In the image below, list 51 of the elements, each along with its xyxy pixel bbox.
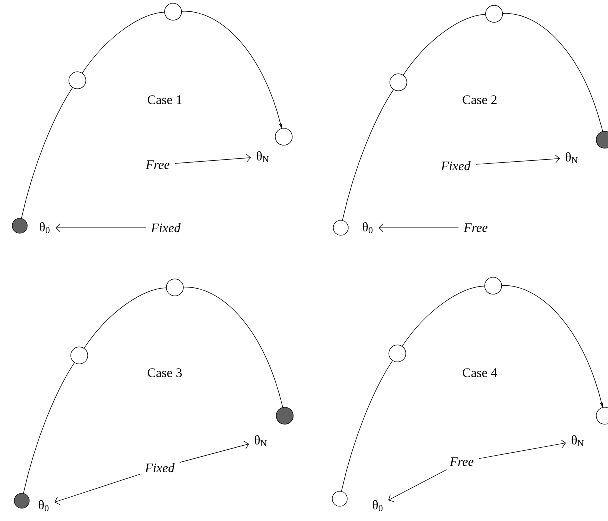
trajectory-curve <box>184 287 284 408</box>
trajectory-curve <box>84 288 167 349</box>
case-label: Case 1 <box>148 96 182 104</box>
filled-circle <box>12 218 28 234</box>
annotation-text: Free <box>450 458 474 466</box>
open-circle <box>70 346 88 364</box>
open-circle <box>333 220 349 236</box>
arrow <box>54 474 140 506</box>
trajectory-curve <box>341 360 394 492</box>
open-circle <box>484 277 502 295</box>
trajectory-curve <box>403 14 486 76</box>
annotation-text: Fixed <box>441 161 471 171</box>
filled-circle <box>276 407 294 425</box>
trajectory-curve <box>502 13 604 132</box>
open-circle <box>332 491 348 507</box>
open-circle <box>390 74 408 92</box>
annotation-text: Free <box>464 224 488 232</box>
case-label: Case 2 <box>463 96 497 104</box>
trajectory-curve <box>23 362 75 494</box>
trajectory-curve <box>82 12 165 74</box>
angle-label: θ$_{0}$ <box>40 222 50 234</box>
arrow <box>478 440 566 460</box>
trajectory-curve <box>21 88 74 219</box>
arrow <box>174 154 252 164</box>
annotation-text: Fixed <box>151 223 181 233</box>
open-circle <box>486 5 504 23</box>
angle-label: θ$_{N}$ <box>256 152 269 162</box>
filled-circle <box>596 131 608 149</box>
angle-label: θ$_{0}$ <box>372 500 383 512</box>
angle-label: θ$_{N}$ <box>566 152 578 164</box>
arrow <box>476 154 560 165</box>
arrow <box>378 224 460 232</box>
case-label: Case 3 <box>148 368 182 378</box>
angle-label: θ$_{0}$ <box>362 222 373 234</box>
angle-label: θ$_{N}$ <box>572 436 584 446</box>
open-circle <box>164 3 182 21</box>
open-circle <box>388 344 406 362</box>
case-label: Case 4 <box>463 368 498 378</box>
annotation-text: Free <box>146 160 170 170</box>
angle-label: θ$_{N}$ <box>254 436 267 446</box>
arrow <box>388 470 448 502</box>
trajectory-curve <box>402 286 485 347</box>
annotation-text: Fixed <box>145 463 175 473</box>
open-circle <box>275 128 293 146</box>
arrow <box>180 441 250 463</box>
angle-label: θ$_{0}$ <box>38 500 49 512</box>
arrow <box>56 224 146 232</box>
filled-circle <box>14 493 30 509</box>
open-circle <box>166 278 184 296</box>
trajectory-curve <box>342 90 394 221</box>
open-circle <box>68 72 86 90</box>
